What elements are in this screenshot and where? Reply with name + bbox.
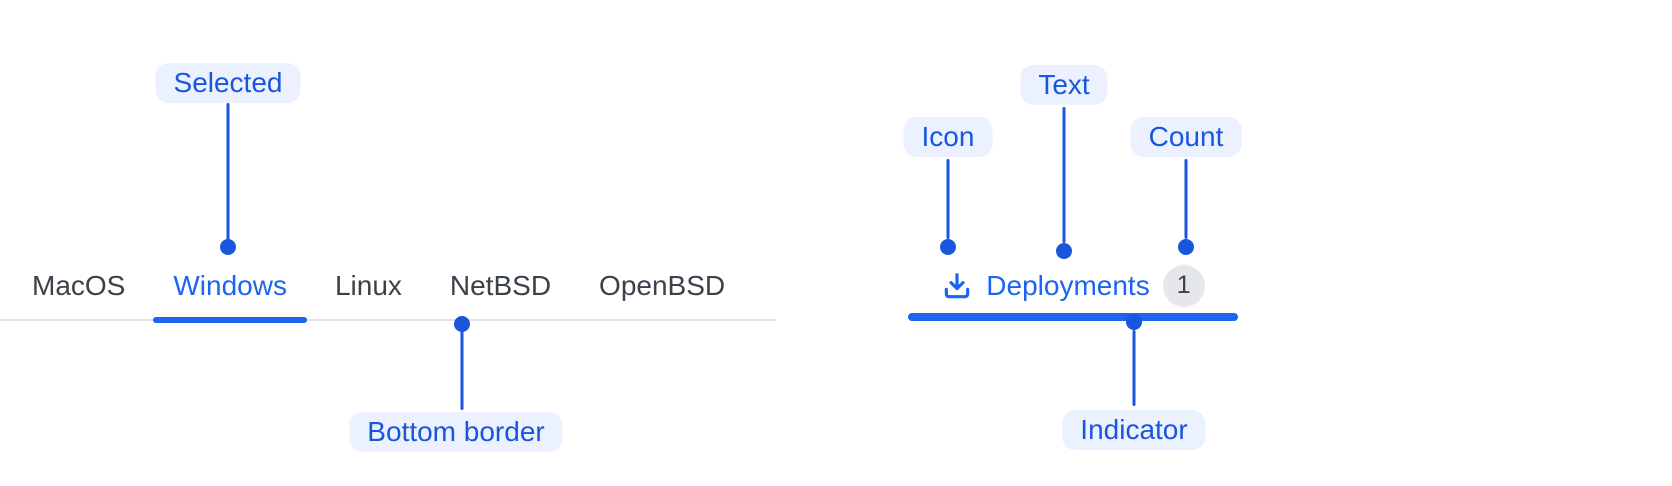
- icon-annotation-label: Icon: [903, 117, 993, 157]
- active-tab-underline: [153, 317, 307, 323]
- tab-count-badge: 1: [1162, 264, 1205, 307]
- tab-label: Linux: [334, 270, 402, 301]
- tab-macos[interactable]: MacOS: [12, 253, 145, 319]
- indicator-pointer-dot: [1126, 314, 1142, 330]
- text-pointer-dot: [1056, 243, 1072, 259]
- count-pointer-dot: [1178, 239, 1194, 255]
- text-annotation-label: Text: [1020, 65, 1108, 105]
- tab-label: Windows: [173, 270, 287, 301]
- indicator-annotation-label: Indicator: [1062, 410, 1206, 450]
- tab-linux[interactable]: Linux: [315, 253, 422, 319]
- icon-pointer-line: [946, 159, 950, 239]
- tab-openbsd[interactable]: OpenBSD: [579, 253, 745, 319]
- bottom-border-pointer-line: [460, 330, 464, 410]
- tab-label: MacOS: [32, 270, 126, 301]
- download-icon: [945, 272, 970, 298]
- text-pointer-line: [1062, 107, 1066, 243]
- tab-netbsd[interactable]: NetBSD: [430, 253, 571, 319]
- tab-label: NetBSD: [449, 270, 552, 301]
- count-annotation-label: Count: [1130, 117, 1242, 157]
- tab-label: OpenBSD: [599, 270, 726, 301]
- selected-annotation-label: Selected: [155, 63, 301, 103]
- indicator-pointer-line: [1132, 330, 1136, 406]
- bottom-border-pointer-dot: [454, 316, 470, 332]
- bottom-border-annotation-label: Bottom border: [349, 412, 563, 452]
- icon-pointer-dot: [940, 239, 956, 255]
- count-pointer-line: [1184, 159, 1188, 239]
- active-tab-indicator: [908, 313, 1238, 321]
- tab-bar: MacOS Windows Linux NetBSD OpenBSD: [0, 253, 776, 323]
- tab-deployments[interactable]: Deployments 1: [908, 250, 1238, 321]
- tab-label: Deployments: [986, 269, 1150, 301]
- selected-pointer-line: [226, 103, 230, 243]
- tab-windows[interactable]: Windows: [153, 253, 307, 323]
- selected-pointer-dot: [220, 239, 236, 255]
